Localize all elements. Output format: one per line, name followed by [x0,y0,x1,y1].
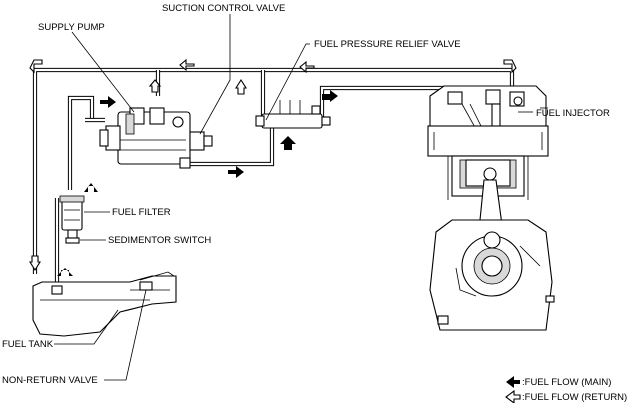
return-flow-arrow-1 [29,59,43,74]
legend-return-arrow-icon [505,389,521,403]
legend-return-label: :FUEL FLOW (RETURN) [522,392,627,403]
return-flow-arrow-5 [299,60,315,74]
main-flow-arrow-5 [280,136,296,150]
legend-main-label: :FUEL FLOW (MAIN) [522,377,611,388]
fuel-tank [32,271,177,337]
return-flow-arrow-6 [29,255,41,272]
labels: SUCTION CONTROL VALVE SUPPLY PUMP FUEL P… [2,3,610,386]
return-pipe [32,67,515,274]
main-flow-arrow-3 [100,96,116,108]
label-suction-control-valve: SUCTION CONTROL VALVE [162,3,285,14]
return-flow-arrow-4 [235,78,247,95]
return-flow-arrow-7 [503,59,517,74]
engine [427,85,555,331]
main-flow-arrow-6 [322,90,338,102]
main-flow-arrow-2 [84,183,98,192]
main-flow-arrow-4 [228,166,244,178]
legend: :FUEL FLOW (MAIN) :FUEL FLOW (RETURN) [505,376,627,403]
leader-lines [54,14,533,381]
label-non-return-valve: NON-RETURN VALVE [2,375,98,386]
non-return-valve-body [139,281,153,291]
legend-main-arrow-icon [506,376,520,388]
return-flow-arrows [29,58,517,272]
label-fuel-injector: FUEL INJECTOR [536,108,610,119]
label-fuel-pressure-relief-valve: FUEL PRESSURE RELIEF VALVE [314,39,461,50]
common-rail [255,100,331,129]
fuel-filter [59,195,85,244]
return-flow-arrow-3 [148,79,162,93]
return-flow-arrow-2 [179,58,195,72]
label-sedimentor-switch: SEDIMENTOR SWITCH [108,235,211,246]
label-fuel-filter: FUEL FILTER [112,207,171,218]
main-flow-arrow-1 [57,268,73,276]
label-fuel-tank: FUEL TANK [2,339,54,350]
label-supply-pump: SUPPLY PUMP [38,22,105,33]
supply-pump [99,107,213,169]
main-flow-arrows [57,90,338,276]
